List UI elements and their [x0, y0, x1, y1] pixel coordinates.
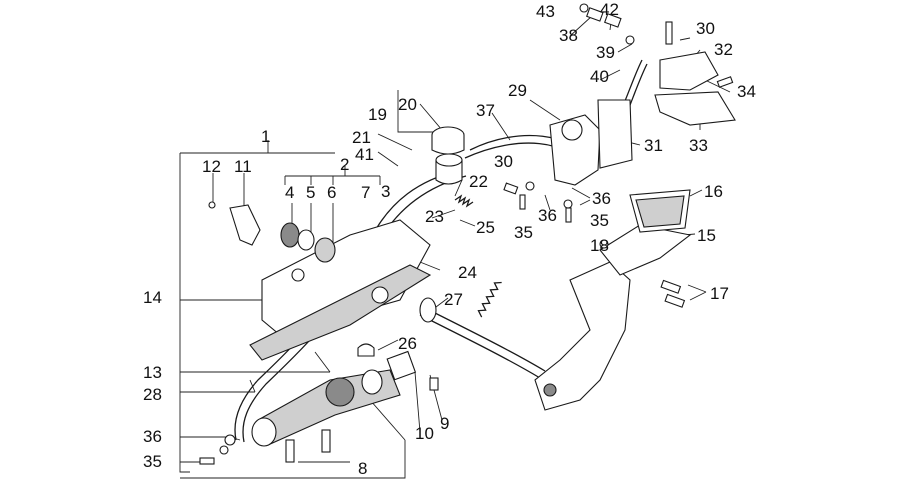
callout-23: 23: [425, 207, 444, 226]
spring-23: [454, 194, 474, 208]
callout-25: 25: [476, 218, 495, 237]
screw-35: [519, 194, 526, 210]
callout-12: 12: [202, 157, 221, 176]
callout-5: 5: [306, 183, 315, 202]
callout-3: 3: [381, 182, 390, 201]
callout-30-mid: 30: [494, 152, 513, 171]
valve-32: [659, 51, 719, 91]
callout-16: 16: [704, 182, 723, 201]
callout-21: 21: [352, 128, 371, 147]
bolt-17: [660, 279, 682, 294]
callout-labels: 1 2 3 4 5 6 7 8 9 10 11 12 13 14 15 16 1…: [143, 0, 756, 478]
bracket-31: [597, 99, 633, 169]
callout-36-right: 36: [592, 189, 611, 208]
fitting-42: [604, 13, 622, 28]
switch-11: [229, 204, 261, 246]
part-4: [280, 222, 300, 248]
callout-13: 13: [143, 363, 162, 382]
fitting-38: [586, 7, 604, 22]
callout-40: 40: [590, 67, 609, 86]
bolt-30: [503, 182, 519, 195]
callout-35-left: 35: [143, 452, 162, 471]
callout-33: 33: [689, 136, 708, 155]
callout-22: 22: [469, 172, 488, 191]
callout-41: 41: [355, 145, 374, 164]
part-5: [297, 229, 315, 251]
callout-37: 37: [476, 101, 495, 120]
fitting-43: [579, 3, 589, 13]
bracket-33: [654, 91, 736, 126]
callout-10: 10: [415, 424, 434, 443]
part-6: [314, 237, 336, 263]
bracket-14: [261, 219, 431, 336]
parts-artwork: [199, 3, 736, 465]
callout-15: 15: [697, 226, 716, 245]
callout-9: 9: [440, 414, 449, 433]
callout-39: 39: [596, 43, 615, 62]
callout-24: 24: [458, 263, 477, 282]
callout-29: 29: [508, 81, 527, 100]
callout-35-mid: 35: [514, 223, 533, 242]
callout-38: 38: [559, 26, 578, 45]
screw-12: [208, 201, 216, 209]
callout-36-left: 36: [143, 427, 162, 446]
callout-20: 20: [398, 95, 417, 114]
washer-39: [625, 35, 635, 45]
callout-26: 26: [398, 334, 417, 353]
callout-11: 11: [234, 157, 252, 176]
callout-2: 2: [340, 155, 349, 174]
callout-35-right: 35: [590, 211, 609, 230]
callout-14: 14: [143, 288, 162, 307]
callout-27: 27: [444, 290, 463, 309]
spring-24: [477, 281, 502, 318]
callout-8: 8: [358, 459, 367, 478]
washer-18: [599, 239, 609, 249]
callout-43: 43: [536, 2, 555, 21]
clip-26: [357, 343, 375, 357]
callout-1: 1: [261, 127, 270, 146]
pedal-rod: [419, 307, 546, 379]
callout-42: 42: [600, 0, 619, 19]
callout-19: 19: [368, 105, 387, 124]
callout-4: 4: [285, 183, 294, 202]
callout-28: 28: [143, 385, 162, 404]
callout-31: 31: [644, 136, 663, 155]
bolt-34: [716, 76, 734, 88]
callout-34: 34: [737, 82, 756, 101]
washer-36: [525, 181, 535, 191]
callout-6: 6: [327, 183, 336, 202]
callout-36-mid: 36: [538, 206, 557, 225]
callout-17: 17: [710, 284, 729, 303]
callout-18: 18: [590, 236, 609, 255]
bush-27: [419, 297, 437, 323]
callout-7: 7: [361, 183, 370, 202]
callout-32: 32: [714, 40, 733, 59]
pedal-15: [599, 224, 692, 276]
callout-30-top: 30: [696, 19, 715, 38]
bolt-30-top: [665, 21, 673, 45]
